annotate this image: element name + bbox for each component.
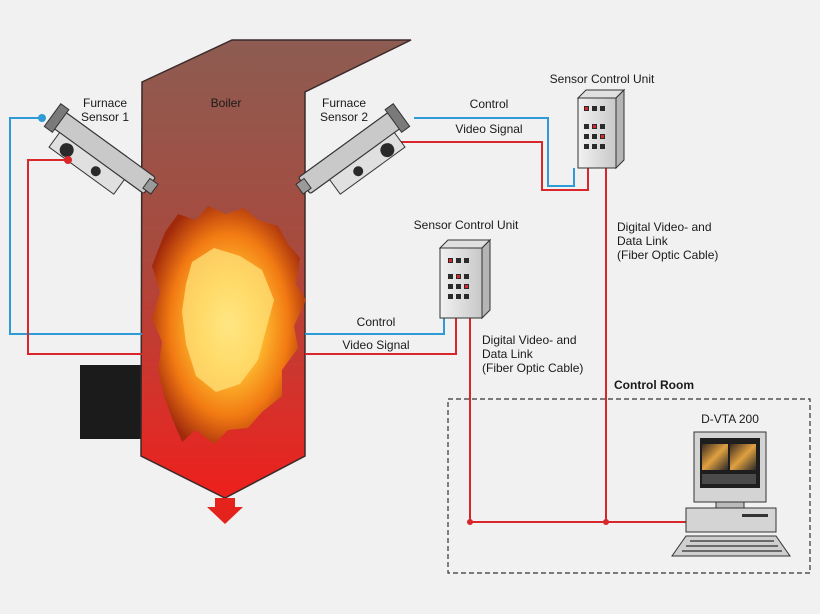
junction-right <box>603 519 609 525</box>
sensor-control-unit-top-label: Sensor Control Unit <box>549 72 655 86</box>
junction-mid <box>467 519 473 525</box>
furnace-sensor-2-label: Furnace Sensor 2 <box>320 96 368 124</box>
video-signal-top-label: Video Signal <box>455 122 523 136</box>
furnace-sensor-1-label-line1: Furnace <box>82 96 128 110</box>
video-signal-bottom-label: Video Signal <box>342 338 410 352</box>
boiler-label: Boiler <box>210 96 242 110</box>
boiler-outlet-arrow <box>207 498 243 524</box>
data-link-mid-line1: Digital Video- and <box>482 333 577 347</box>
control-line-mid <box>305 318 445 335</box>
control-room-box <box>447 398 811 574</box>
data-link-right-label: Digital Video- and Data Link (Fiber Opti… <box>617 220 718 262</box>
dvta-label: D-VTA 200 <box>701 412 759 426</box>
furnace-sensor-2 <box>295 103 411 195</box>
video-line-sensor1 <box>27 159 142 355</box>
video-line-sensor2 <box>400 141 589 191</box>
fire-core <box>182 248 274 392</box>
control-room-label: Control Room <box>614 378 694 392</box>
control-bottom-label: Control <box>356 315 396 329</box>
furnace-sensor-1 <box>38 103 159 195</box>
sensor-control-unit-mid-label: Sensor Control Unit <box>413 218 519 232</box>
data-link-right-line2: Data Link <box>617 234 668 248</box>
data-link-mid-line3: (Fiber Optic Cable) <box>482 361 584 375</box>
control-line-sensor2 <box>414 117 575 187</box>
furnace-sensor-1-label-line2: Sensor 1 <box>80 110 130 124</box>
control-top-label: Control <box>469 97 509 111</box>
sensor-control-unit-top <box>576 88 626 170</box>
control-line-sensor1 <box>9 117 142 335</box>
furnace-sensor-2-label-line2: Sensor 2 <box>319 110 369 124</box>
furnace-sensor-1-label: Furnace Sensor 1 <box>81 96 129 124</box>
data-link-mid-line2: Data Link <box>482 347 533 361</box>
sensor-control-unit-mid <box>438 238 492 320</box>
data-link-mid-label: Digital Video- and Data Link (Fiber Opti… <box>482 333 583 375</box>
furnace-sensor-2-label-line1: Furnace <box>321 96 367 110</box>
data-link-right-line3: (Fiber Optic Cable) <box>617 248 719 262</box>
burner-block <box>80 365 142 439</box>
data-link-right-line1: Digital Video- and <box>617 220 712 234</box>
video-line-mid <box>305 318 457 355</box>
dvta-computer <box>671 431 791 557</box>
